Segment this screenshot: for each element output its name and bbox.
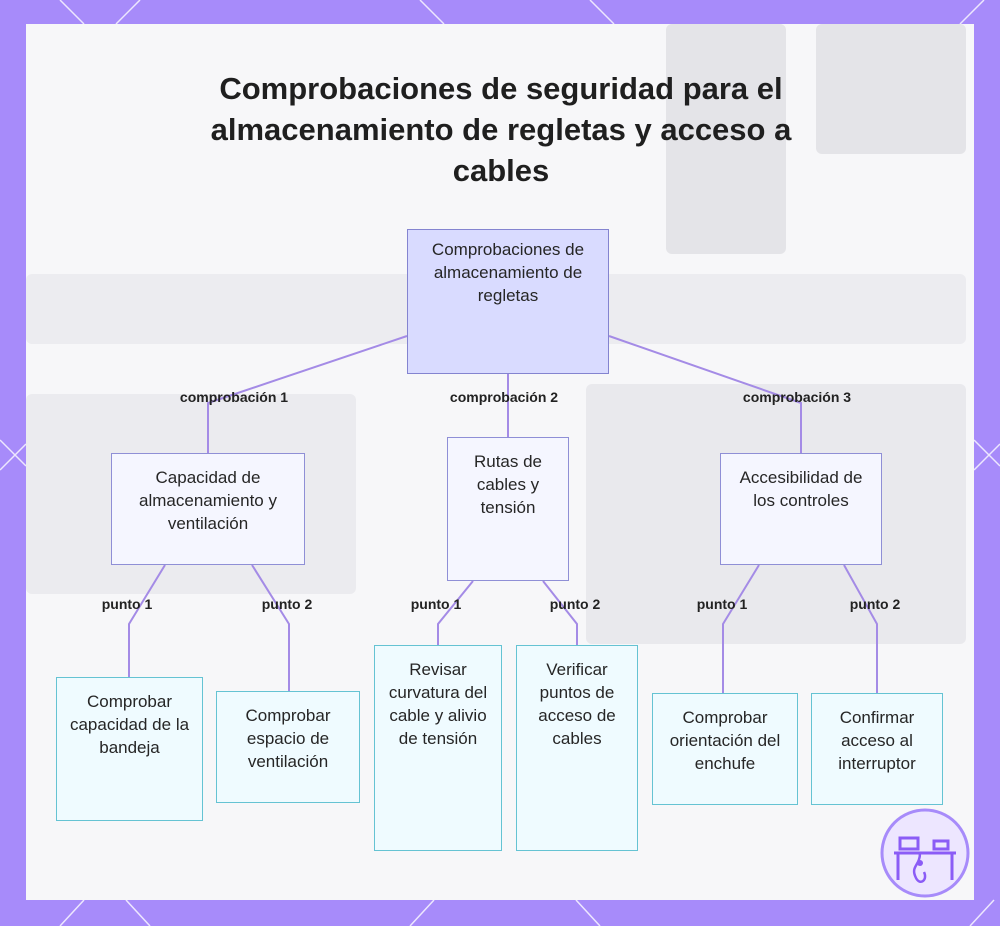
branch-node-b3: Accesibilidad de los controles <box>720 453 882 565</box>
edge-label-c3: comprobación 3 <box>742 389 852 405</box>
edge-label-c2: comprobación 2 <box>449 389 559 405</box>
edge-label-p6: punto 2 <box>849 596 901 612</box>
connector-lines <box>128 335 878 693</box>
node-text: Capacidad de almacenamiento y ventilació… <box>139 468 277 533</box>
edge-p6 <box>843 564 878 693</box>
leaf-node-l4: Verificar puntos de acceso de cables <box>516 645 638 851</box>
branch-node-b2: Rutas de cables y tensión <box>447 437 569 581</box>
edge-p3 <box>437 580 474 645</box>
branch-node-b1: Capacidad de almacenamiento y ventilació… <box>111 453 305 565</box>
node-text: Rutas de cables y tensión <box>473 452 543 517</box>
node-text: Revisar curvatura del cable y alivio de … <box>388 660 488 748</box>
background-photo-block <box>816 24 966 154</box>
node-text: Comprobar orientación del enchufe <box>669 708 781 773</box>
diagram-title: Comprobaciones de seguridad para el alma… <box>210 71 792 188</box>
leaf-node-l1: Comprobar capacidad de la bandeja <box>56 677 203 821</box>
edge-p4 <box>542 580 578 645</box>
background-photo-block <box>666 24 786 254</box>
edge-p5 <box>722 564 760 693</box>
edge-label-p3: punto 1 <box>410 596 462 612</box>
edge-p1 <box>128 564 166 677</box>
node-text: Confirmar acceso al interruptor <box>838 708 916 773</box>
edge-c1 <box>207 335 408 453</box>
leaf-node-l3: Revisar curvatura del cable y alivio de … <box>374 645 502 851</box>
edge-label-c1: comprobación 1 <box>179 389 289 405</box>
workspace-desk-icon <box>880 808 970 898</box>
leaf-node-l5: Comprobar orientación del enchufe <box>652 693 798 805</box>
node-text: Verificar puntos de acceso de cables <box>538 660 616 748</box>
edge-p2 <box>251 564 290 691</box>
leaf-node-l6: Confirmar acceso al interruptor <box>811 693 943 805</box>
node-text: Comprobar capacidad de la bandeja <box>69 692 190 757</box>
node-text: Comprobaciones de almacenamiento de regl… <box>431 240 585 305</box>
diagram-canvas: Comprobaciones de seguridad para el alma… <box>26 24 974 900</box>
edge-label-p5: punto 1 <box>696 596 748 612</box>
edge-c3 <box>608 335 802 453</box>
leaf-node-l2: Comprobar espacio de ventilación <box>216 691 360 803</box>
node-text: Accesibilidad de los controles <box>739 468 863 510</box>
root-node: Comprobaciones de almacenamiento de regl… <box>407 229 609 374</box>
node-text: Comprobar espacio de ventilación <box>245 706 331 771</box>
edge-label-p4: punto 2 <box>549 596 601 612</box>
edge-label-p1: punto 1 <box>101 596 153 612</box>
edge-label-p2: punto 2 <box>261 596 313 612</box>
